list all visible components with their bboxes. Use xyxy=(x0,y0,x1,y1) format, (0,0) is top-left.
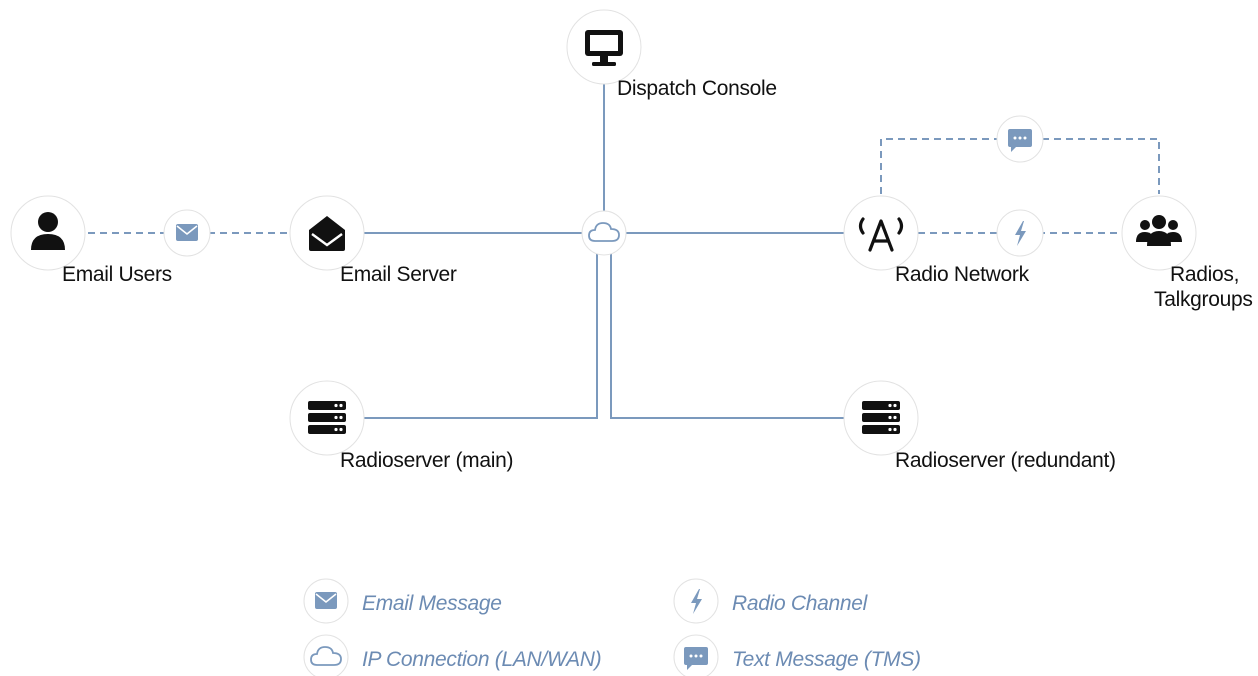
bolt-icon xyxy=(1015,221,1026,246)
legend-email-message: Email Message xyxy=(362,592,502,615)
envelope-icon xyxy=(315,592,337,609)
legend-text-message: Text Message (TMS) xyxy=(732,648,921,671)
server-icon xyxy=(308,401,346,434)
label-radioserver-main: Radioserver (main) xyxy=(340,449,514,472)
legend-icon-ip xyxy=(303,634,349,676)
legend-icon-email xyxy=(303,578,349,624)
label-email-users: Email Users xyxy=(62,263,172,286)
label-talkgroups: Talkgroups xyxy=(1154,288,1253,311)
legend-icon-radio xyxy=(673,578,719,624)
dispatch-console-node xyxy=(566,9,642,85)
bolt-icon xyxy=(691,589,702,614)
legend-radio-channel: Radio Channel xyxy=(732,592,868,615)
legend-icon-tms xyxy=(673,634,719,676)
link-cloud-to-radioserver-redundant xyxy=(610,251,844,419)
monitor-icon xyxy=(585,30,623,66)
broadcast-tower-icon xyxy=(858,217,904,252)
email-users-node xyxy=(10,195,86,271)
label-radio-network: Radio Network xyxy=(895,263,1029,286)
cloud-icon xyxy=(310,646,342,666)
cloud-icon xyxy=(588,222,620,242)
users-group-icon xyxy=(1136,215,1182,246)
email-message-marker xyxy=(163,209,211,257)
user-icon xyxy=(31,212,65,250)
legend-ip-connection: IP Connection (LAN/WAN) xyxy=(362,648,602,671)
radios-talkgroups-node xyxy=(1121,195,1197,271)
text-message-marker xyxy=(996,115,1044,163)
chat-bubble-icon xyxy=(684,647,708,670)
label-email-server: Email Server xyxy=(340,263,457,286)
envelope-icon xyxy=(176,224,198,241)
radio-channel-marker xyxy=(996,209,1044,257)
envelope-open-icon xyxy=(309,216,345,251)
radioserver-main-node xyxy=(289,380,365,456)
radioserver-redundant-node xyxy=(843,380,919,456)
radio-network-node xyxy=(843,195,919,271)
label-radios: Radios, xyxy=(1170,263,1240,286)
label-dispatch-console: Dispatch Console xyxy=(617,77,777,100)
link-cloud-to-radioserver-main xyxy=(364,251,598,419)
chat-bubble-icon xyxy=(1008,129,1032,152)
ip-cloud-node xyxy=(581,210,627,256)
label-radioserver-redundant: Radioserver (redundant) xyxy=(895,449,1116,472)
server-icon xyxy=(862,401,900,434)
email-server-node xyxy=(289,195,365,271)
